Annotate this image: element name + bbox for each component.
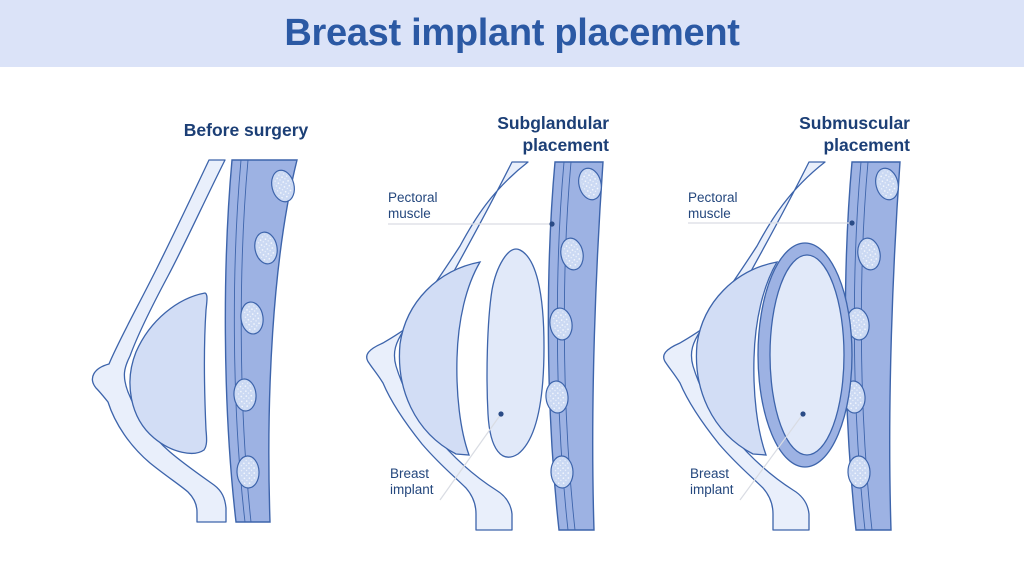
heading-line: Before surgery — [183, 120, 309, 140]
rib — [875, 167, 899, 201]
chest-wall — [224, 159, 298, 523]
illustration-submuscular — [663, 161, 901, 531]
rib — [578, 167, 602, 201]
breast-implant-annotation — [739, 411, 806, 501]
rib — [550, 455, 574, 489]
pectoral-muscle-annotation — [688, 220, 855, 226]
illustration-subglandular — [366, 161, 604, 531]
panel-heading-subglandular: Subglandular placement — [429, 112, 609, 156]
label-line: Breast — [390, 466, 430, 481]
panel-heading-before-surgery: Before surgery — [140, 119, 352, 141]
rib — [846, 307, 870, 341]
header-band: Breast implant placement — [0, 0, 1024, 67]
mammary-gland — [129, 292, 208, 454]
breast-implant-pointer-dot — [800, 411, 806, 417]
breast-implant-leader-line — [739, 413, 804, 501]
label-line: muscle — [388, 205, 431, 221]
illustration-before-surgery — [91, 159, 298, 523]
rib — [857, 237, 881, 271]
label-pectoral-muscle: Pectoral muscle — [688, 190, 738, 221]
label-line: implant — [690, 481, 734, 497]
rib — [240, 301, 264, 335]
heading-line: Submuscular — [799, 113, 910, 133]
mammary-gland — [695, 261, 779, 456]
label-breast-implant: Breast implant — [690, 466, 734, 497]
label-pectoral-muscle: Pectoral muscle — [388, 190, 438, 221]
label-line: Pectoral — [388, 190, 438, 205]
breast-implant-leader-line — [439, 413, 502, 501]
rib — [271, 169, 295, 203]
pectoral-muscle-pointer-dot — [849, 220, 855, 226]
rib — [549, 307, 573, 341]
chest-wall — [545, 161, 604, 531]
label-breast-implant: Breast implant — [390, 466, 434, 497]
label-line: Pectoral — [688, 190, 738, 205]
rib — [233, 378, 257, 412]
rib — [236, 455, 260, 489]
heading-line: placement — [823, 135, 910, 155]
heading-line: Subglandular — [497, 113, 609, 133]
label-line: Breast — [690, 466, 730, 481]
pectoral-muscle-pointer-dot — [549, 221, 555, 227]
label-line: implant — [390, 481, 434, 497]
label-line: muscle — [688, 205, 731, 221]
rib — [254, 231, 278, 265]
rib — [545, 380, 569, 414]
panel-heading-submuscular: Submuscular placement — [730, 112, 910, 156]
mammary-gland — [398, 261, 482, 456]
chest-wall — [842, 161, 901, 531]
breast-implant-shape — [486, 248, 545, 458]
page-title: Breast implant placement — [284, 12, 740, 54]
pectoral-muscle-annotation — [388, 221, 555, 227]
rib — [847, 455, 871, 489]
breast-implant-pointer-dot — [498, 411, 504, 417]
rib — [560, 237, 584, 271]
heading-line: placement — [522, 135, 609, 155]
breast-implant-annotation — [439, 411, 504, 501]
breast-implant-shape — [769, 254, 845, 456]
breast-skin-outline — [91, 159, 227, 523]
